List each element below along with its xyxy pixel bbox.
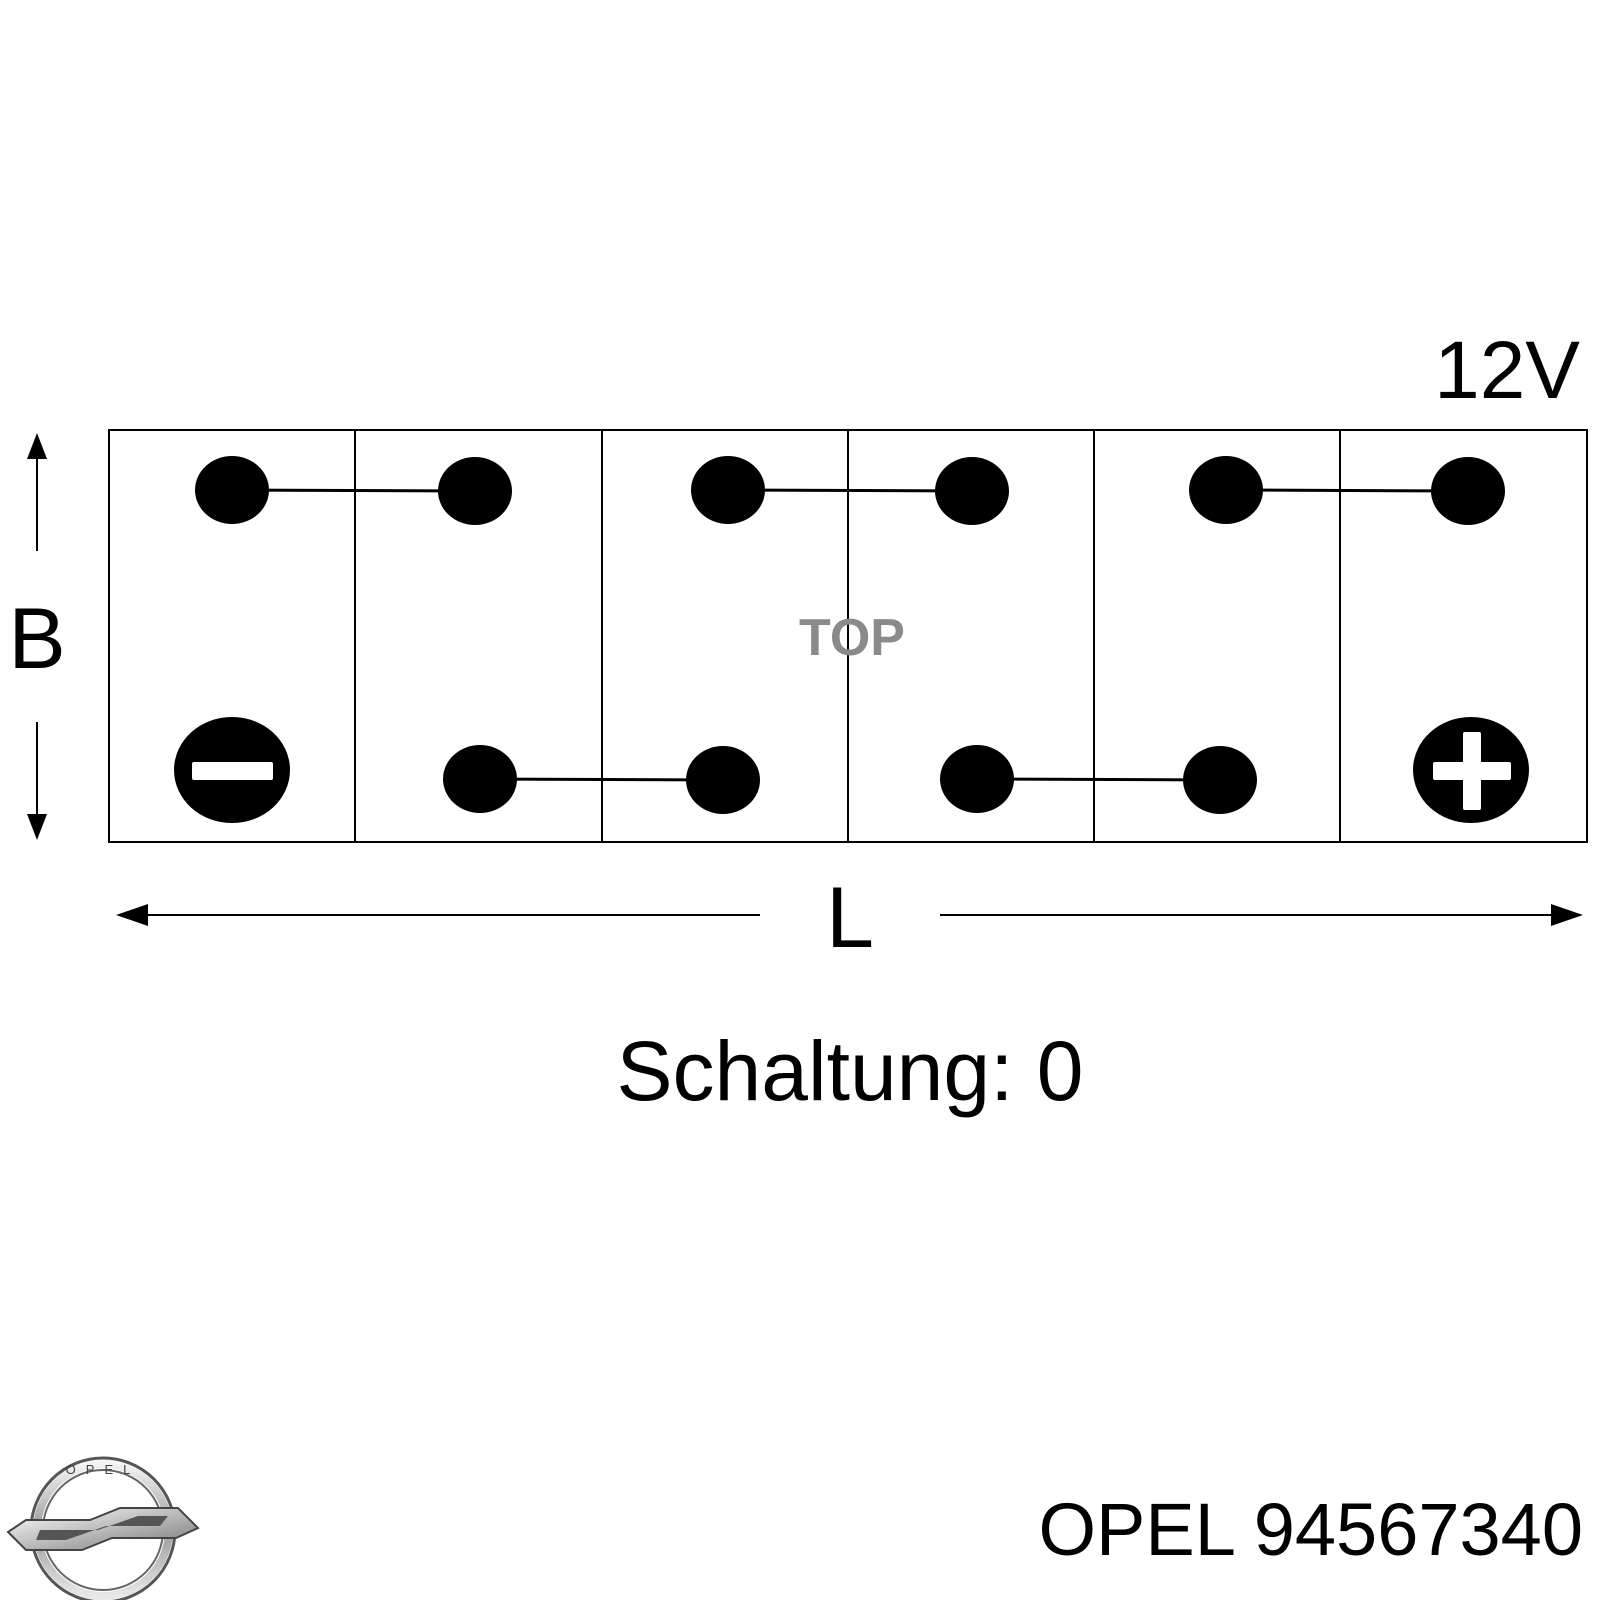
arrow-right-icon: [1551, 904, 1583, 926]
length-dimension: [116, 904, 1583, 926]
connector-line: [231, 488, 476, 493]
cell-post: [1431, 457, 1505, 525]
part-number: OPEL 94567340: [1039, 1488, 1584, 1571]
circuit-label: Schaltung: 0: [616, 1024, 1083, 1118]
minus-terminal-icon: [174, 717, 290, 823]
cell-post: [686, 746, 760, 814]
cell-post: [443, 745, 517, 813]
cell-post: [438, 457, 512, 525]
arrow-left-icon: [116, 904, 148, 926]
battery-outline: [108, 429, 1588, 843]
voltage-label: 12V: [1434, 325, 1580, 416]
length-label: L: [826, 870, 874, 966]
cell-connectors: [231, 488, 1469, 782]
width-label: B: [8, 591, 65, 687]
connector-line: [976, 777, 1221, 782]
cell-posts: [195, 456, 1505, 814]
cell-post: [195, 456, 269, 524]
cell-post: [1183, 746, 1257, 814]
opel-logo-icon: OPEL: [6, 1456, 200, 1600]
cell-post: [935, 457, 1009, 525]
connector-line: [479, 777, 724, 782]
cell-post: [940, 745, 1014, 813]
cell-post: [691, 456, 765, 524]
connector-line: [727, 488, 973, 493]
cell-post: [1189, 456, 1263, 524]
arrow-down-icon: [27, 814, 47, 840]
connector-line: [1225, 488, 1469, 493]
width-dimension: [27, 433, 47, 840]
logo-ring-text: OPEL: [66, 1462, 141, 1477]
arrow-up-icon: [27, 433, 47, 459]
top-label: TOP: [799, 609, 905, 667]
plus-terminal-icon: [1413, 717, 1529, 823]
